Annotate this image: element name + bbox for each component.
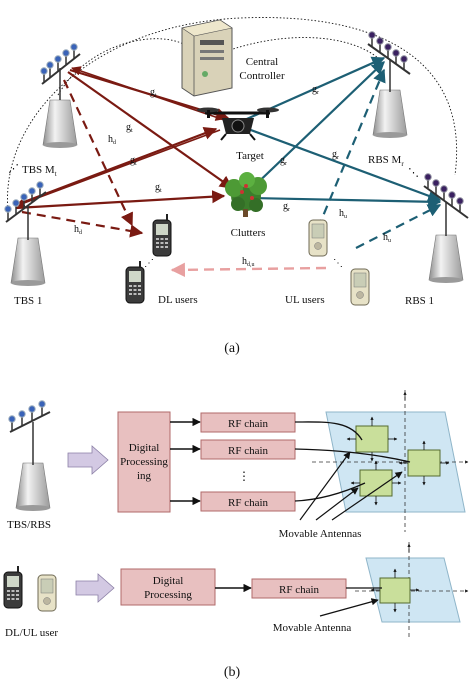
panel-a: Central Controller Target Clutters xyxy=(4,17,469,356)
label-hu-2: hu xyxy=(383,232,391,244)
ul-users-label: UL users xyxy=(285,294,325,306)
label-hu-1: hu xyxy=(339,208,347,220)
channel-labels: gt gt gt gt gr gr gr gr hd hd hu hu hd,u xyxy=(74,84,391,268)
rf-chain-label-3: RF chain xyxy=(228,497,269,509)
rbs-m-label: RBS Mr xyxy=(368,154,404,168)
label-gr-3: gr xyxy=(332,149,339,161)
user-label: DL/UL user xyxy=(5,627,58,639)
label-hdu: hd,u xyxy=(242,256,255,268)
dl-users: ⋰ xyxy=(125,213,172,304)
transmit-links xyxy=(15,66,237,238)
rf-feed-lines xyxy=(294,421,411,502)
user-rf-chain-label: RF chain xyxy=(279,584,320,596)
dl-users-label: DL users xyxy=(158,294,198,306)
link-target-tbs1 xyxy=(15,129,221,208)
user-digital-processing-box xyxy=(120,568,216,606)
movable-antenna-label: Movable Antenna xyxy=(273,622,352,634)
link-hu-rbs1 xyxy=(355,204,442,249)
central-controller xyxy=(181,19,233,97)
link-hu-rbsm xyxy=(316,68,386,229)
tbs-m-dots: ⋰ xyxy=(8,163,19,175)
label-gt-4: gt xyxy=(155,182,162,194)
bs-antenna-array-icon xyxy=(8,400,51,465)
bs-digital-processing-line3: ing xyxy=(137,470,152,482)
label-gt-2: gt xyxy=(126,122,133,134)
bs-flow-arrow-icon xyxy=(67,445,109,475)
clutter-tree-icon xyxy=(225,172,267,217)
rf-chain-label-2: RF chain xyxy=(228,445,269,457)
backhaul-link-rbs-m xyxy=(229,37,379,59)
label-hd-2: hd xyxy=(74,224,82,236)
movable-antenna-2 xyxy=(398,440,450,486)
bs-label: TBS/RBS xyxy=(7,519,51,531)
drone-icon xyxy=(197,107,279,141)
dl-phone-icon xyxy=(152,213,172,257)
rbs-m-antenna-array-icon xyxy=(367,31,411,92)
ul-users: ⋱ xyxy=(308,219,370,306)
svg-text:⋰: ⋰ xyxy=(144,258,154,269)
bs-digital-processing-box xyxy=(117,411,171,513)
tbs-m-station xyxy=(40,43,81,149)
user-digital-processing-line2: Processing xyxy=(144,589,192,601)
tbs-m-antenna-array-icon xyxy=(40,43,81,100)
dl-phone-icon xyxy=(125,260,145,304)
rbs-1-antenna-array-icon xyxy=(423,173,469,236)
backhaul-link-tbs-m xyxy=(57,38,186,96)
link-hd-tbs1 xyxy=(21,210,144,238)
rf-chain-ellipsis: ⋮ xyxy=(238,469,250,483)
bs-station xyxy=(8,400,51,512)
rbs-m-station xyxy=(367,31,411,139)
link-hd-tbsm xyxy=(63,79,133,227)
rbs-1-label: RBS 1 xyxy=(405,295,434,307)
label-gt-1: gt xyxy=(150,87,157,99)
rbs-1-station xyxy=(423,173,469,284)
label-hd-1: hd xyxy=(108,134,116,146)
link-tbsm-clutter xyxy=(67,71,234,189)
caption-b: (b) xyxy=(224,665,241,680)
label-gr-1: gr xyxy=(312,84,319,96)
tbs-m-label: TBS Mt xyxy=(22,164,57,178)
target-label: Target xyxy=(236,150,264,162)
central-controller-label-line2: Controller xyxy=(239,70,285,82)
tbs-1-antenna-array-icon xyxy=(4,181,47,240)
link-hdu-interference xyxy=(170,262,327,278)
movable-antenna-elements xyxy=(346,416,450,506)
link-clutter-rbsm xyxy=(247,61,385,193)
user-light-phone-icon xyxy=(37,574,57,612)
user-dark-phone-icon xyxy=(3,565,23,609)
tbs-1-station xyxy=(4,181,47,287)
central-controller-label-line1: Central xyxy=(246,56,278,68)
link-tbs1-clutter xyxy=(15,190,226,210)
bs-digital-processing-line1: Digital xyxy=(129,442,160,454)
user-movable-antenna xyxy=(370,568,420,613)
rf-chain-label-1: RF chain xyxy=(228,418,269,430)
caption-a: (a) xyxy=(224,341,240,356)
ul-phone-icon xyxy=(350,268,370,306)
rbs-m-dots: ⋱ xyxy=(408,167,419,179)
user-flow-arrow-icon xyxy=(75,573,115,603)
ul-phone-icon xyxy=(308,219,328,257)
link-tbs1-target xyxy=(15,127,218,207)
movable-antennas-label: Movable Antennas xyxy=(279,528,362,540)
rf-chain-box-3 xyxy=(200,491,296,512)
label-gr-2: gr xyxy=(280,155,287,167)
bs-digital-processing-line2: Processing xyxy=(120,456,168,468)
tbs-1-label: TBS 1 xyxy=(14,295,42,307)
clutters-label: Clutters xyxy=(231,227,266,239)
link-target-rbs1 xyxy=(239,124,442,203)
link-clutter-rbs1 xyxy=(249,195,442,209)
svg-text:⋱: ⋱ xyxy=(333,258,343,269)
receive-links xyxy=(239,56,442,249)
label-gr-4: gr xyxy=(283,201,290,213)
user-digital-processing-line1: Digital xyxy=(153,575,184,587)
label-gt-3: gt xyxy=(130,155,137,167)
panel-b: TBS/RBS Digital Processing ing RF chain … xyxy=(3,390,469,680)
